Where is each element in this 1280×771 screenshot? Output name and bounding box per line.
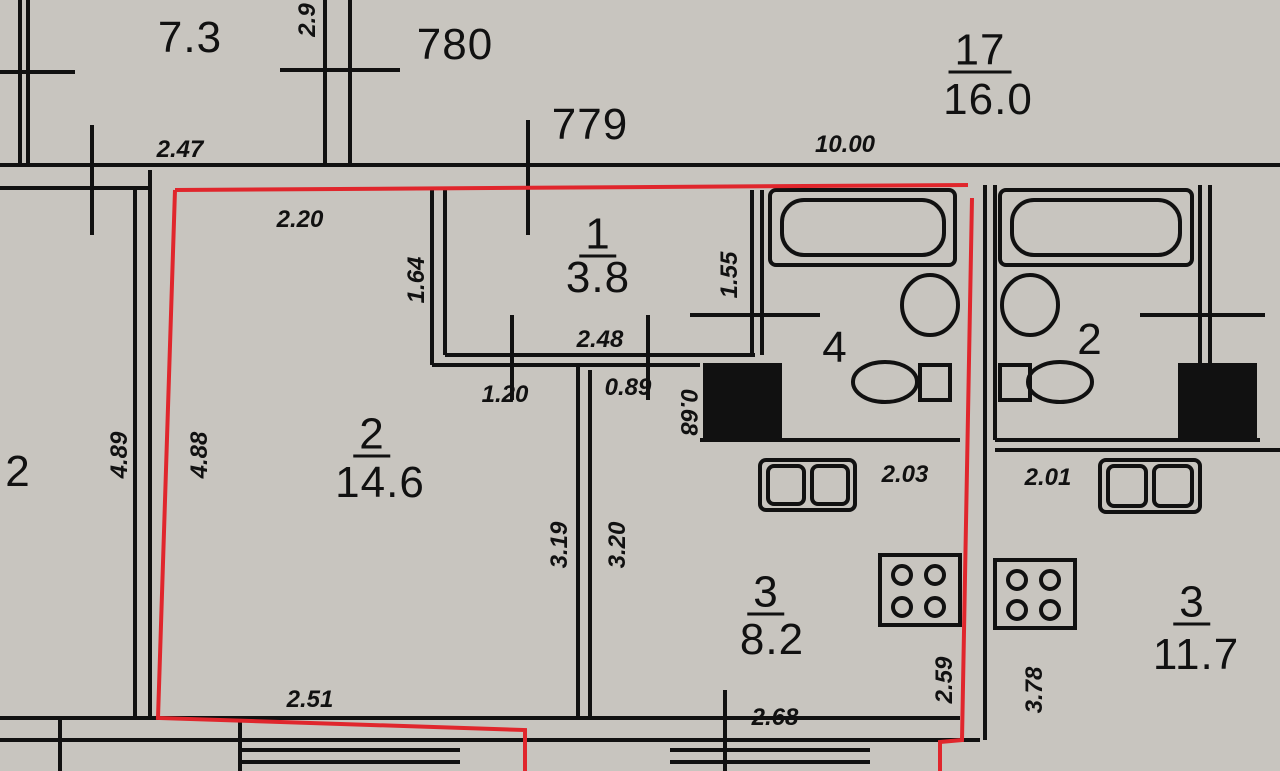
stove-icon xyxy=(993,558,1077,630)
dimension-label: 4.88 xyxy=(186,431,213,479)
dimension-label: 2.9 xyxy=(294,3,321,37)
room-number: 4 xyxy=(822,323,848,372)
dimension-label: 1.64 xyxy=(403,256,430,304)
room-number: 2 xyxy=(353,412,391,458)
dimension-label: 2.59 xyxy=(931,656,958,704)
dimension-label: 10.00 xyxy=(814,131,876,158)
bathtub-icon xyxy=(998,188,1194,267)
dimension-label: 2.68 xyxy=(751,704,799,731)
sink-icon xyxy=(900,273,960,337)
room-number: 3 xyxy=(747,570,785,616)
ventilation-shaft-icon xyxy=(1178,363,1257,442)
dimension-label: 2.51 xyxy=(286,686,334,713)
apartment-number: 780 xyxy=(416,20,494,69)
dimension-label: 3.19 xyxy=(546,521,573,569)
toilet-icon xyxy=(1026,360,1094,404)
dimension-label: 2.01 xyxy=(1024,464,1072,491)
room-number: 3 xyxy=(1173,580,1211,626)
dimension-label: 4.89 xyxy=(106,431,133,479)
bathtub-icon xyxy=(768,188,957,267)
room-number: 2 xyxy=(1077,315,1103,364)
room-area-label: 7.3 xyxy=(157,13,223,62)
dimension-label: 2.03 xyxy=(881,461,929,488)
room-area-label: 8.2 xyxy=(739,615,805,664)
room-area-label: 16.0 xyxy=(943,75,1033,124)
room-number: 17 xyxy=(948,28,1012,74)
ventilation-shaft-icon xyxy=(703,363,782,442)
dimension-label: 1.20 xyxy=(481,381,529,408)
dimension-label: 2.47 xyxy=(156,136,204,163)
room-area-label: 11.7 xyxy=(1152,630,1240,679)
dimension-label: 2.20 xyxy=(276,206,324,233)
room-area-label: 3.8 xyxy=(565,253,631,302)
dimension-label: 1.55 xyxy=(716,251,743,299)
kitchen-sink-icon xyxy=(758,458,857,512)
stove-icon xyxy=(878,553,962,627)
room-number: 1 xyxy=(579,212,617,258)
dimension-label: 3.20 xyxy=(604,521,631,569)
kitchen-sink-icon xyxy=(1098,458,1202,514)
fixtures xyxy=(703,188,1257,630)
dimension-label: 3.78 xyxy=(1021,666,1048,714)
room-area-label: 14.6 xyxy=(335,458,425,507)
sink-icon xyxy=(1000,273,1060,337)
apartment-outline xyxy=(155,183,974,771)
dimension-label: 2.48 xyxy=(576,326,624,353)
dimension-label: 0.89 xyxy=(604,374,652,401)
room-number: 2 xyxy=(5,447,31,496)
apartment-number: 779 xyxy=(551,100,629,149)
dimension-label: 0.68 xyxy=(675,388,702,436)
toilet-icon xyxy=(851,360,919,404)
